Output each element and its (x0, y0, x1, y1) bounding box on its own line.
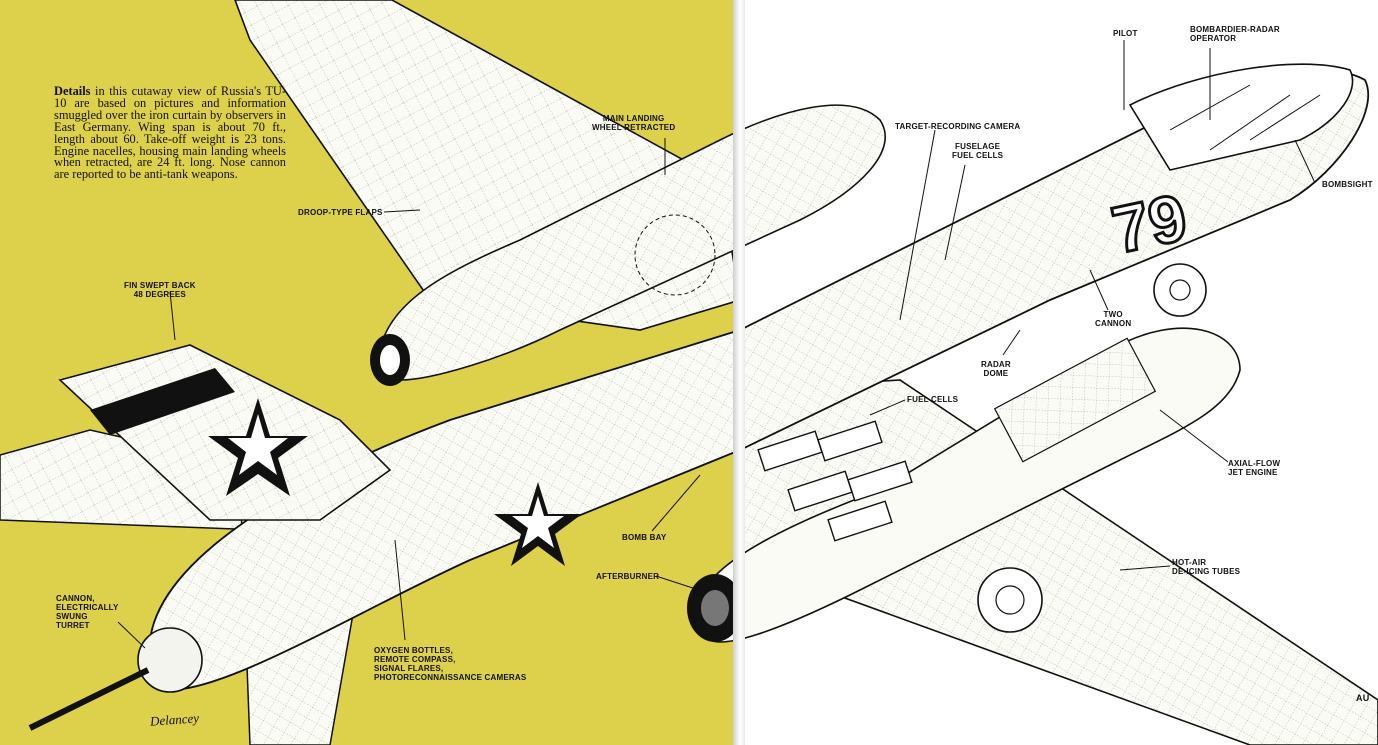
fin-black-band (90, 368, 235, 435)
label-pilot: PILOT (1113, 29, 1138, 38)
label-afterburner: AFTERBURNER (596, 572, 660, 581)
upper-engine-nacelle (378, 104, 886, 381)
retracted-wheel-outline (634, 214, 716, 296)
page-gutter (733, 0, 745, 745)
caption-lead: Details (54, 84, 91, 98)
axial-flow-engine-core (993, 337, 1157, 463)
caption-body: in this cutaway view of Russia's TU-10 a… (54, 84, 286, 182)
label-droop-flaps: DROOP-TYPE FLAPS (298, 208, 383, 217)
wing-fuel-cells (757, 420, 913, 542)
tail-fin (58, 344, 392, 521)
page-edge-text: AU (1356, 693, 1370, 703)
artist-signature: Delancey (149, 710, 200, 729)
cockpit-canopy (1128, 63, 1354, 171)
label-oxygen-bottles: OXYGEN BOTTLES,REMOTE COMPASS, SIGNAL FL… (374, 646, 527, 682)
label-bombsight: BOMBSIGHT (1322, 180, 1373, 189)
label-bomb-bay: BOMB BAY (622, 533, 667, 542)
leader-lines (117, 40, 1316, 649)
label-fuel-cells: FUEL CELLS (907, 395, 959, 404)
tail-cannon-barrel (28, 667, 150, 731)
fuselage-number: 79 (1106, 179, 1193, 267)
label-target-camera: TARGET-RECORDING CAMERA (895, 122, 1021, 131)
caption-text: Details in this cutaway view of Russia's… (54, 84, 286, 182)
tail-turret (137, 627, 203, 693)
